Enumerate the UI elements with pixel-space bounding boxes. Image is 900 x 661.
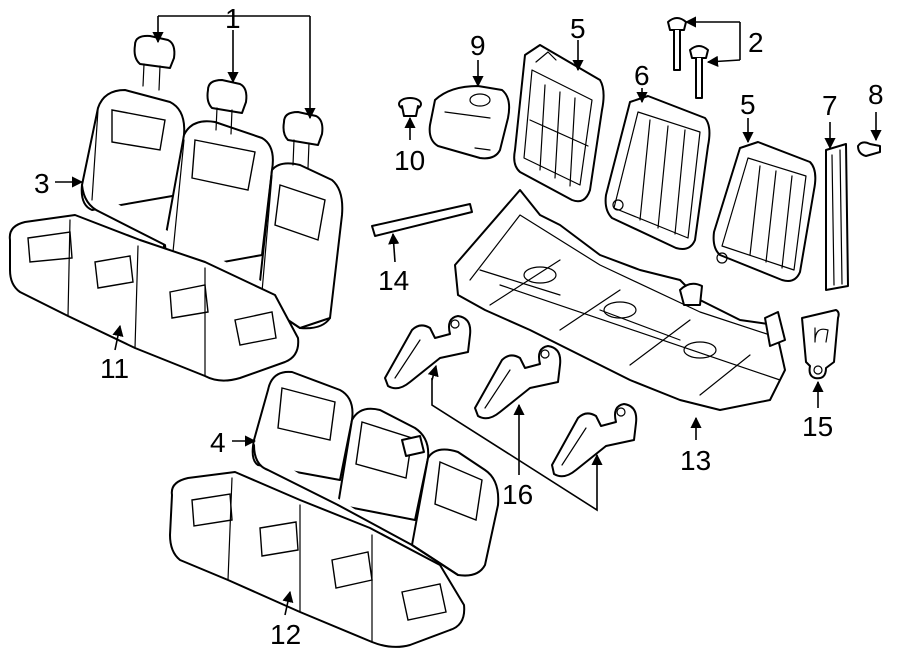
callout-16: 16 [502,479,533,510]
callout-5-left: 5 [570,13,586,44]
callout-12: 12 [270,619,301,650]
hinge-bracket-2 [474,345,562,420]
callout-3: 3 [34,168,50,199]
headrest-right [282,111,324,169]
callout-10: 10 [394,145,425,176]
headrests [133,34,324,169]
lower-seat-back [251,370,500,577]
bolts [667,17,881,157]
callout-9: 9 [470,30,486,61]
callout-5-right: 5 [740,89,756,120]
lower-seat-cushion [169,471,466,648]
callout-7: 7 [822,90,838,121]
headrest-left [133,34,176,91]
callout-8: 8 [868,79,884,110]
side-trim-panel [825,143,849,291]
seat-back-frame-center [604,95,711,250]
leader-lines [55,15,882,616]
callout-6: 6 [634,60,650,91]
floor-bracket [801,309,840,380]
callout-11: 11 [100,353,129,384]
trim-cover [428,85,511,160]
callout-labels: 1 2 3 4 5 5 6 7 8 9 10 11 12 13 14 15 16 [34,3,884,650]
trim-strip [371,203,473,237]
seat-back-frame-right [712,141,817,282]
upper-seat-cushion [8,214,300,382]
hinge-bracket-1 [384,315,472,390]
hinge-brackets [384,315,638,478]
seat-frame [454,189,786,411]
callout-13: 13 [680,445,711,476]
callout-4: 4 [210,427,226,458]
callout-1: 1 [225,3,241,34]
push-pin-fastener [398,97,422,117]
callout-2: 2 [748,27,764,58]
callout-15: 15 [802,411,833,442]
headrest-center [206,79,248,135]
hinge-bracket-3 [551,403,638,478]
callout-14: 14 [378,265,409,296]
seat-back-frame-left [513,44,605,203]
